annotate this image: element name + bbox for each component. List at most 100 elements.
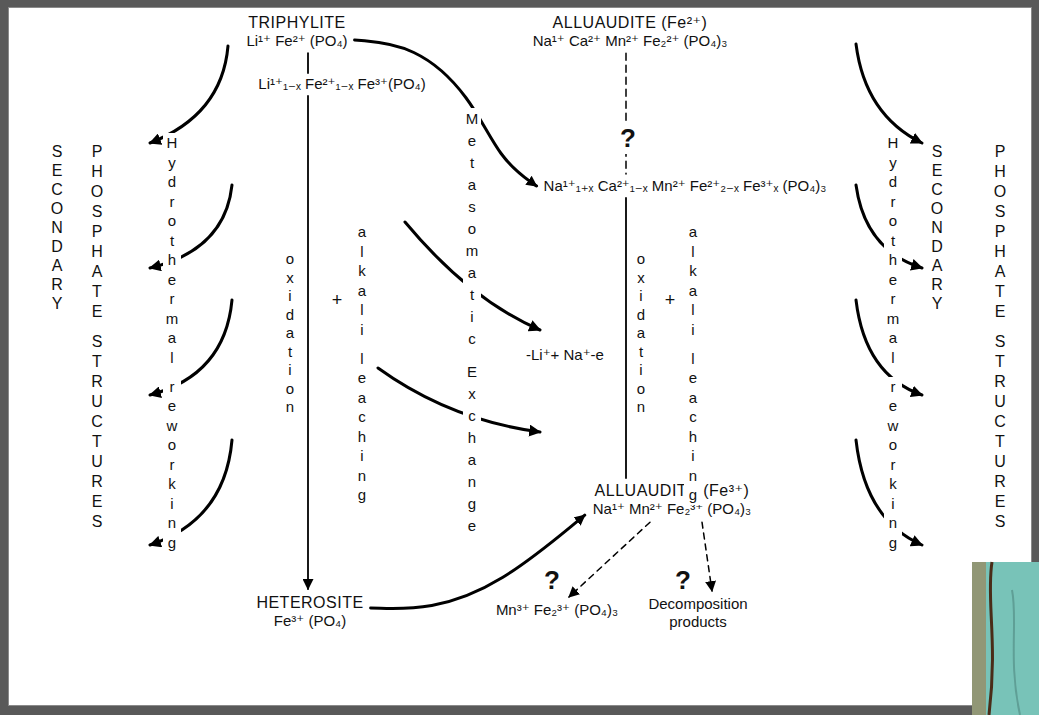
letter: e bbox=[353, 368, 371, 388]
letter: w bbox=[884, 416, 902, 436]
letter: n bbox=[684, 466, 702, 486]
letter: H bbox=[163, 133, 181, 153]
letter bbox=[884, 367, 902, 377]
letter: H bbox=[884, 133, 902, 153]
letter bbox=[163, 367, 181, 377]
formula-text: Na¹⁺ Mn²⁺ Fe₂³⁺ (PO₄)₃ bbox=[593, 500, 751, 518]
letter: l bbox=[353, 300, 371, 320]
mineral-name: ALLUAUDITE (Fe³⁺) bbox=[593, 481, 751, 500]
letter: c bbox=[684, 407, 702, 427]
letter: D bbox=[928, 237, 946, 256]
letter: o bbox=[632, 380, 650, 399]
formula-node: Mn³⁺ Fe₂³⁺ (PO₄)₃ bbox=[493, 600, 621, 620]
letter: C bbox=[928, 180, 946, 199]
letter: P bbox=[88, 222, 106, 242]
letter: T bbox=[991, 352, 1009, 372]
letter: a bbox=[463, 449, 481, 471]
letter: w bbox=[163, 416, 181, 436]
letter: S bbox=[991, 202, 1009, 222]
letter: t bbox=[463, 284, 481, 306]
letter: r bbox=[163, 455, 181, 475]
letter: i bbox=[632, 361, 650, 380]
process-label: alkali leaching bbox=[684, 222, 702, 505]
dashed-connector bbox=[702, 522, 712, 591]
letter: O bbox=[48, 199, 66, 218]
photo-fragment bbox=[972, 562, 1039, 715]
letter: x bbox=[463, 383, 481, 405]
letter: H bbox=[88, 162, 106, 182]
side-heading: SECONDARY bbox=[48, 142, 66, 313]
reaction-arrow bbox=[307, 53, 309, 73]
letter: e bbox=[163, 396, 181, 416]
letter: c bbox=[353, 407, 371, 427]
letter: e bbox=[463, 515, 481, 537]
letter: H bbox=[991, 242, 1009, 262]
letter: r bbox=[163, 289, 181, 309]
letter: y bbox=[163, 153, 181, 173]
letter: O bbox=[928, 199, 946, 218]
letter: y bbox=[884, 153, 902, 173]
letter: T bbox=[88, 282, 106, 302]
letter: t bbox=[632, 343, 650, 362]
letter: R bbox=[928, 275, 946, 294]
letter: P bbox=[88, 142, 106, 162]
reworking-arrow bbox=[856, 440, 922, 545]
letter: m bbox=[884, 309, 902, 329]
letter: a bbox=[463, 174, 481, 196]
letter: t bbox=[463, 152, 481, 174]
mineral-node: TRIPHYLITELi¹⁺ Fe²⁺ (PO₄) bbox=[243, 12, 350, 51]
letter: D bbox=[48, 237, 66, 256]
letter: i bbox=[281, 361, 299, 380]
side-heading: PHOSPHATE STRUCTURES bbox=[991, 142, 1009, 532]
letter: N bbox=[48, 218, 66, 237]
letter: A bbox=[88, 262, 106, 282]
letter: C bbox=[88, 412, 106, 432]
letter: d bbox=[281, 306, 299, 325]
process-label: Hydrothermal reworking bbox=[884, 133, 902, 552]
photo-vein bbox=[1012, 590, 1020, 715]
formula-text: Fe³⁺ (PO₄) bbox=[256, 612, 363, 630]
letter: e bbox=[163, 270, 181, 290]
reaction-arrow bbox=[371, 515, 585, 608]
letter: Y bbox=[48, 294, 66, 313]
letter: k bbox=[884, 474, 902, 494]
letter: o bbox=[281, 250, 299, 269]
letter: i bbox=[632, 287, 650, 306]
letter bbox=[463, 350, 481, 361]
letter: a bbox=[684, 388, 702, 408]
letter: n bbox=[353, 466, 371, 486]
letter: d bbox=[632, 306, 650, 325]
letter: h bbox=[163, 250, 181, 270]
letter: g bbox=[463, 493, 481, 515]
letter: P bbox=[991, 222, 1009, 242]
formula-text: Na¹⁺ Ca²⁺ Mn²⁺ Fe₂²⁺ (PO₄)₃ bbox=[533, 32, 728, 50]
letter: i bbox=[684, 446, 702, 466]
process-label: Metasomatic Exchange bbox=[463, 108, 481, 537]
letter: m bbox=[463, 240, 481, 262]
letter: U bbox=[991, 452, 1009, 472]
letter: E bbox=[48, 161, 66, 180]
process-label: alkali leaching bbox=[353, 222, 371, 505]
reaction-arrow bbox=[307, 96, 309, 589]
letter: l bbox=[684, 242, 702, 262]
letter: g bbox=[684, 485, 702, 505]
letter: o bbox=[281, 380, 299, 399]
reaction-arrow bbox=[355, 40, 537, 186]
letter: C bbox=[48, 180, 66, 199]
letter: a bbox=[163, 328, 181, 348]
reaction-arrow bbox=[625, 198, 627, 478]
letter: P bbox=[991, 142, 1009, 162]
letter: r bbox=[163, 192, 181, 212]
reworking-arrow bbox=[856, 44, 922, 143]
letter: T bbox=[88, 352, 106, 372]
letter bbox=[684, 339, 702, 349]
letter: a bbox=[632, 324, 650, 343]
letter: E bbox=[88, 302, 106, 322]
reworking-arrow bbox=[150, 46, 228, 143]
letter: o bbox=[463, 218, 481, 240]
letter: H bbox=[991, 162, 1009, 182]
letter: a bbox=[463, 262, 481, 284]
letter: i bbox=[281, 287, 299, 306]
letter: T bbox=[88, 432, 106, 452]
side-heading: PHOSPHATE STRUCTURES bbox=[88, 142, 106, 532]
